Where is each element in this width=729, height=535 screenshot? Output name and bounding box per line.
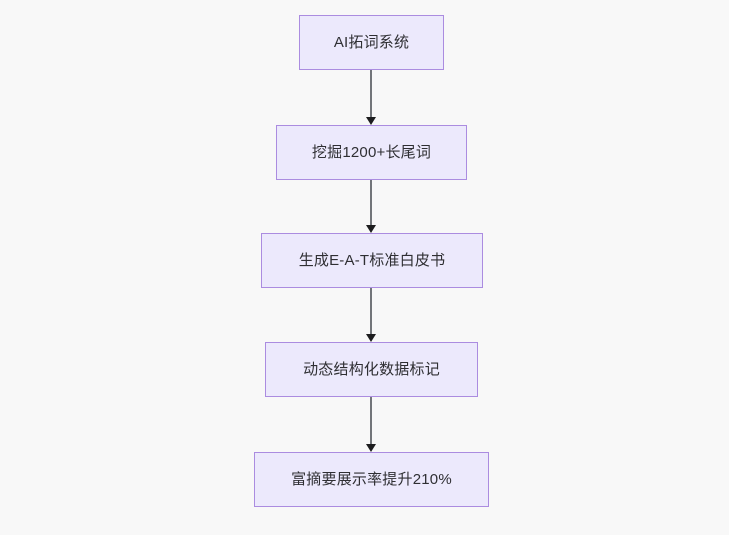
arrowhead-icon (366, 444, 376, 452)
node-label: AI拓词系统 (333, 34, 410, 51)
connector-line (370, 397, 372, 445)
arrowhead-icon (366, 117, 376, 125)
flowchart-node-mine-longtail-keywords[interactable]: 挖掘1200+长尾词 (276, 125, 467, 180)
connector-line (370, 288, 372, 335)
flowchart-node-ai-keyword-system[interactable]: AI拓词系统 (299, 15, 444, 70)
connector-line (370, 180, 372, 226)
flowchart-node-dynamic-structured-data-markup[interactable]: 动态结构化数据标记 (265, 342, 478, 397)
node-label: 动态结构化数据标记 (303, 361, 440, 378)
flowchart-node-rich-snippet-rate-increase[interactable]: 富摘要展示率提升210% (254, 452, 489, 507)
arrowhead-icon (366, 225, 376, 233)
arrowhead-icon (366, 334, 376, 342)
node-label: 挖掘1200+长尾词 (311, 144, 432, 161)
connector-line (370, 70, 372, 118)
node-label: 富摘要展示率提升210% (291, 471, 452, 488)
node-label: 生成E-A-T标准白皮书 (298, 252, 446, 269)
flowchart-node-generate-eat-whitepaper[interactable]: 生成E-A-T标准白皮书 (261, 233, 483, 288)
